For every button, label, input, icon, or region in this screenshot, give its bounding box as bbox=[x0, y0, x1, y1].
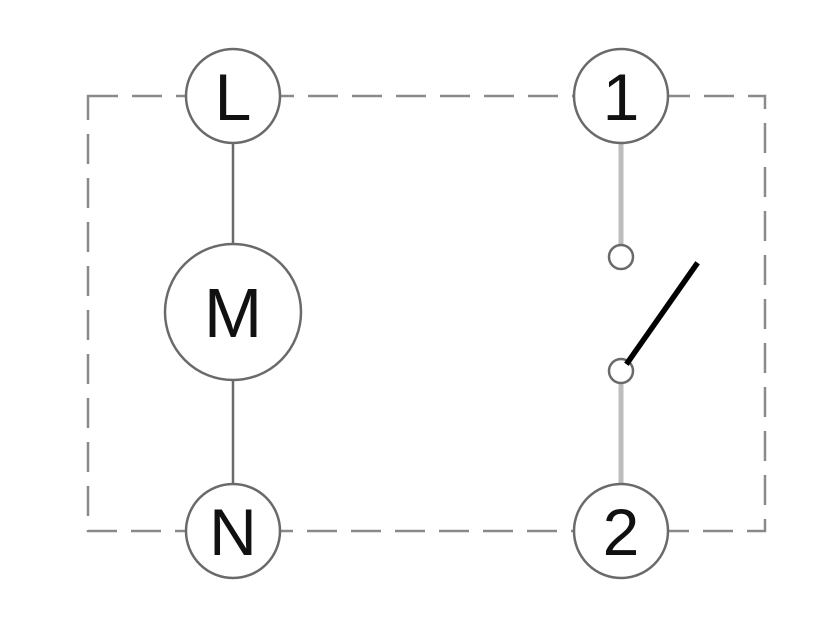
motor-label: M bbox=[204, 274, 262, 352]
terminal-l-label: L bbox=[215, 60, 252, 134]
terminal-1: 1 bbox=[572, 47, 670, 145]
switch-contact-bottom bbox=[607, 357, 635, 385]
terminal-n-label: N bbox=[209, 495, 257, 569]
terminal-1-label: 1 bbox=[603, 60, 640, 134]
terminal-2-label: 2 bbox=[603, 495, 640, 569]
enclosure-dashed-border bbox=[86, 94, 767, 533]
switch-blade bbox=[624, 261, 700, 366]
switch-contact-top bbox=[607, 243, 635, 271]
terminal-l: L bbox=[184, 47, 282, 145]
terminal-2: 2 bbox=[572, 482, 670, 580]
terminal-n: N bbox=[184, 482, 282, 580]
motor: M bbox=[163, 242, 303, 382]
